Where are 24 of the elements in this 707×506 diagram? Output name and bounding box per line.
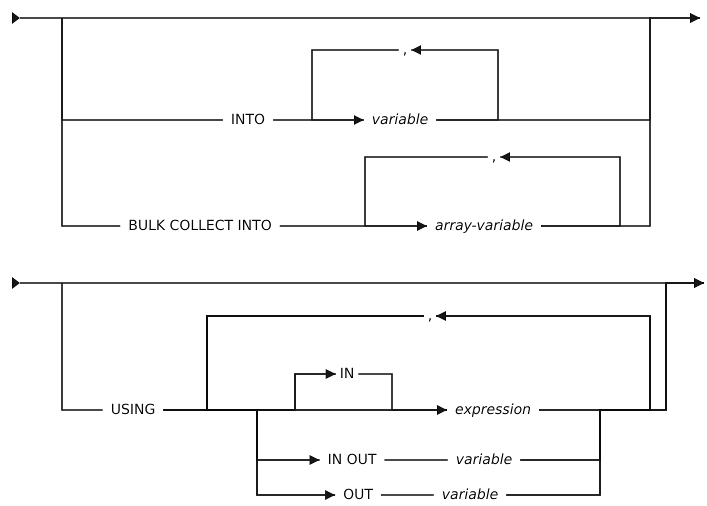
syntax-term: array-variable — [427, 217, 541, 235]
syntax-term: variable — [448, 451, 520, 469]
syntax-term: expression — [446, 401, 540, 419]
arrow — [436, 311, 651, 496]
syntax-term: , — [424, 307, 436, 325]
arrow — [206, 315, 424, 500]
syntax-term: variable — [434, 486, 506, 504]
arrow — [500, 152, 621, 227]
syntax-term: IN — [336, 365, 358, 383]
syntax-term: , — [488, 148, 500, 166]
syntax-term: USING — [102, 401, 164, 419]
track-line — [384, 459, 448, 461]
track-line — [61, 283, 103, 411]
track-line — [380, 494, 434, 496]
syntax-term: IN OUT — [320, 451, 384, 469]
syntax-term: INTO — [222, 111, 274, 129]
arrow — [311, 49, 399, 125]
syntax-term: , — [398, 41, 412, 59]
syntax-term: BULK COLLECT INTO — [120, 217, 280, 235]
syntax-term: variable — [364, 111, 436, 129]
track-line — [61, 18, 120, 227]
syntax-term: OUT — [335, 486, 381, 504]
arrow — [411, 45, 499, 121]
arrow — [364, 156, 488, 231]
